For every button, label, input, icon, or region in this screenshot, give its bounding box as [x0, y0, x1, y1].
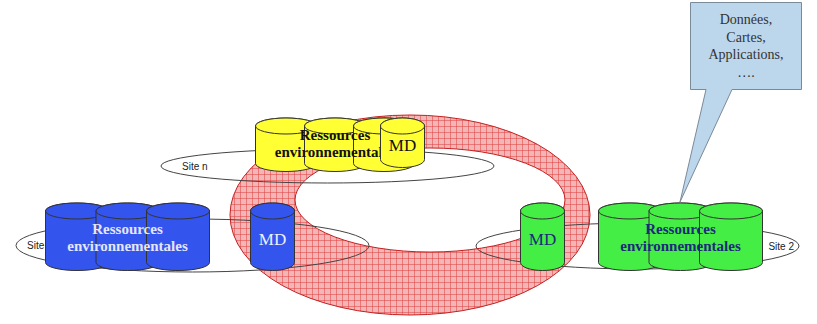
- ring-band: [230, 115, 590, 315]
- cylinder-label: Ressources environnementales: [53, 221, 203, 254]
- callout-shape: [680, 3, 802, 203]
- cylinder-body: [381, 118, 425, 168]
- metadata-cylinder: MD: [380, 118, 425, 168]
- cylinder-body: [251, 203, 295, 271]
- cylinder-label: MD: [259, 230, 286, 250]
- site-region: Site nRessources environnementalesMD: [160, 148, 495, 184]
- cylinder-label: MD: [389, 136, 416, 156]
- cylinder-label: Ressources environnementales: [606, 221, 756, 254]
- cylinder-top: [700, 203, 763, 219]
- cylinder-top: [251, 203, 295, 219]
- site-name: Site 2: [768, 241, 794, 252]
- cylinder-body: [521, 203, 565, 271]
- site-region: Site 1Ressources environnementalesMD: [15, 218, 370, 273]
- resource-cylinders: Ressources environnementales: [598, 203, 763, 271]
- site-region: Site 2 MD Ressources environnementales: [475, 222, 800, 270]
- cylinder-top: [521, 203, 565, 219]
- metadata-cylinder: MD: [520, 203, 565, 271]
- cylinder-top: [147, 203, 210, 219]
- metadata-cylinder: MD: [250, 203, 295, 271]
- callout-box: Données, Cartes, Applications, ….: [690, 2, 802, 90]
- callout-text: Données, Cartes, Applications, ….: [702, 11, 790, 81]
- resource-cylinders: Ressources environnementales: [45, 203, 210, 271]
- site-name: Site n: [182, 161, 208, 172]
- cylinder-top: [381, 118, 425, 134]
- cylinder-label: MD: [529, 230, 556, 250]
